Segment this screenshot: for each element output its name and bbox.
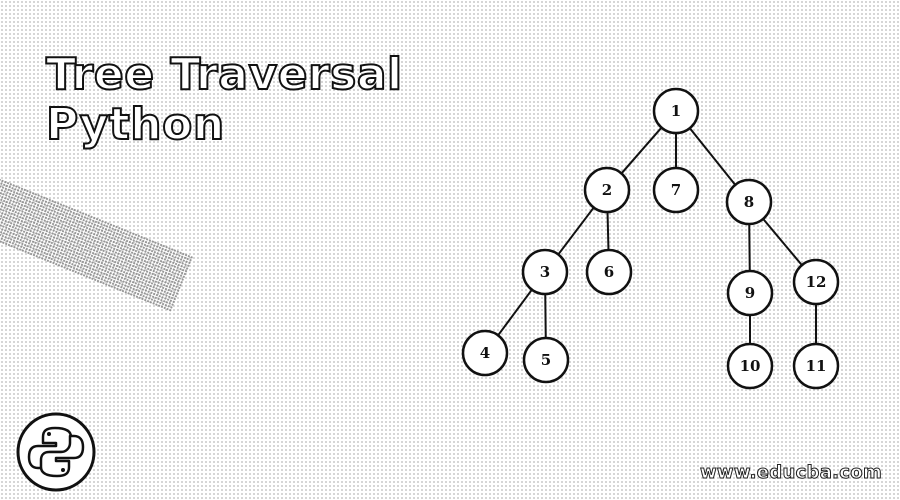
- tree-node-label: 11: [806, 357, 827, 375]
- tree-node-label: 7: [671, 181, 681, 199]
- tree-node-label: 9: [745, 284, 755, 302]
- tree-node-circle: [726, 342, 774, 390]
- tree-edge-2-6: [606, 211, 610, 251]
- tree-node-1: 1: [652, 87, 700, 135]
- tree-node-label: 2: [602, 181, 612, 199]
- tree-node-label: 3: [540, 263, 550, 281]
- watermark-url: www.educba.com: [699, 462, 882, 484]
- tree-edge-1-2: [620, 126, 663, 175]
- tree-node-label: 12: [806, 273, 827, 291]
- tree-node-label: 5: [541, 351, 551, 369]
- page-title: Tree Traversal Python: [45, 49, 403, 151]
- tree-node-5: 5: [522, 336, 570, 384]
- tree-node-circle: [652, 166, 700, 214]
- tree-node-9: 9: [726, 269, 774, 317]
- tree-node-8: 8: [725, 178, 773, 226]
- tree-node-circle: [725, 178, 773, 226]
- tree-node-circle: [726, 269, 774, 317]
- tree-node-label: 1: [671, 102, 681, 120]
- tree-node-circle: [522, 336, 570, 384]
- tree-edge-2-3: [557, 206, 595, 256]
- title-line-1: Tree Traversal: [45, 49, 403, 101]
- tree-edge-1-8: [688, 127, 737, 186]
- tree-node-6: 6: [585, 248, 633, 296]
- tree-node-circle: [583, 166, 631, 214]
- tree-node-3: 3: [521, 248, 569, 296]
- tree-node-circle: [792, 258, 840, 306]
- tree-node-label: 10: [740, 357, 761, 375]
- tree-node-label: 8: [744, 193, 754, 211]
- tree-node-label: 6: [604, 263, 614, 281]
- tree-node-11: 11: [792, 342, 840, 390]
- tree-edge-8-9: [748, 223, 751, 272]
- tree-node-circle: [521, 248, 569, 296]
- tree-node-10: 10: [726, 342, 774, 390]
- tree-node-circle: [652, 87, 700, 135]
- tree-node-circle: [585, 248, 633, 296]
- title-line-2: Python: [45, 99, 225, 151]
- tree-node-circle: [792, 342, 840, 390]
- tree-node-2: 2: [583, 166, 631, 214]
- python-icon: [16, 412, 96, 492]
- tree-node-7: 7: [652, 166, 700, 214]
- tree-node-circle: [461, 329, 509, 377]
- tree-node-label: 4: [480, 344, 490, 362]
- tree-edge-3-5: [544, 293, 547, 339]
- tree-edge-8-12: [762, 218, 803, 266]
- tree-edge-3-4: [497, 289, 533, 336]
- tree-node-12: 12: [792, 258, 840, 306]
- tree-node-4: 4: [461, 329, 509, 377]
